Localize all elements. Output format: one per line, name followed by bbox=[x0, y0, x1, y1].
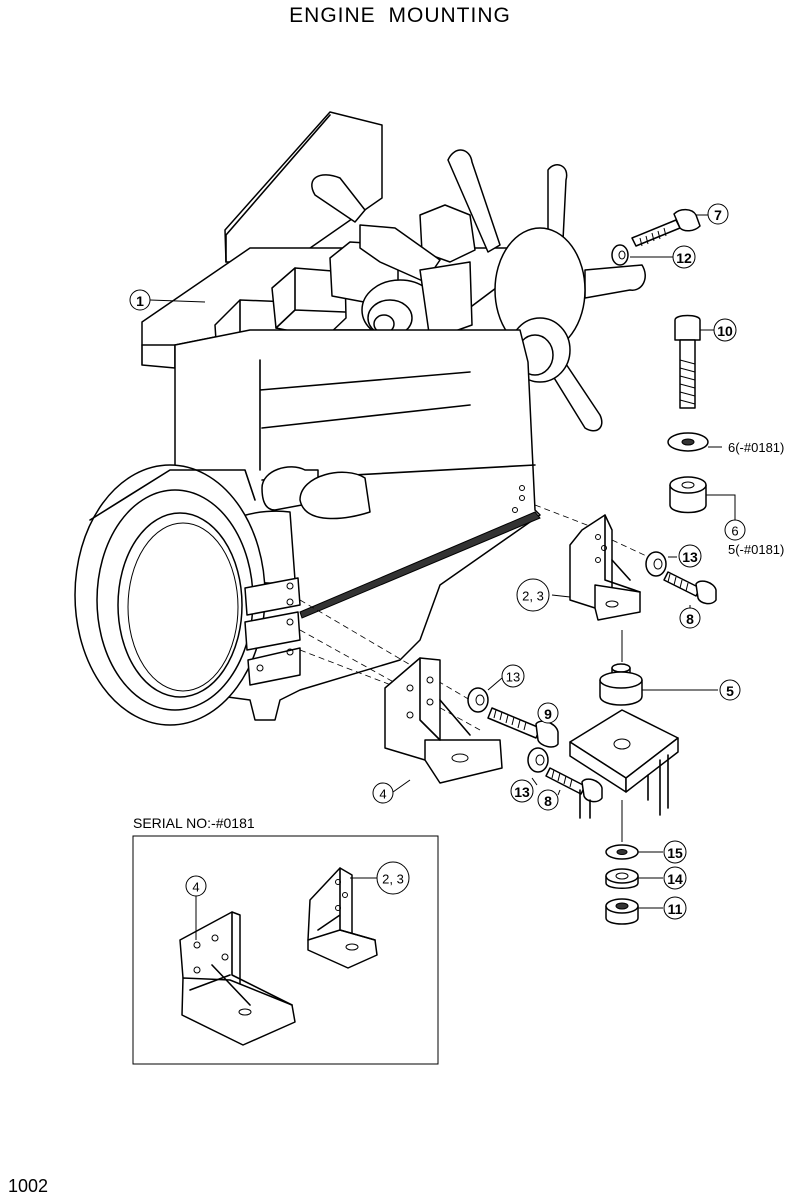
callout-bolt-rear-text: 8 bbox=[686, 611, 694, 627]
callout-inset-bracket-right-text: 2, 3 bbox=[382, 872, 404, 887]
washer-front-upper bbox=[467, 687, 489, 713]
callout-spacer-bottom: 6 bbox=[724, 519, 746, 541]
callout-washer-front-upper-text: 13 bbox=[506, 670, 520, 685]
washer-6 bbox=[667, 432, 709, 452]
bracket-front bbox=[384, 657, 503, 784]
mount-rubber bbox=[599, 663, 643, 706]
callout-washer-14-text: 14 bbox=[667, 871, 683, 887]
spacer-6 bbox=[669, 476, 707, 514]
bolt-front-lower bbox=[545, 767, 603, 803]
alignment-lines bbox=[299, 504, 656, 731]
callout-washer-front-upper: 13 bbox=[501, 664, 525, 688]
callout-bracket-front: 4 bbox=[372, 782, 394, 804]
callout-washer-14: 14 bbox=[663, 866, 687, 890]
callout-inset-bracket-right: 2, 3 bbox=[376, 861, 410, 895]
inset-serial-label: SERIAL NO:-#0181 bbox=[133, 815, 255, 831]
callout-engine-text: 1 bbox=[136, 293, 144, 309]
callout-bracket-front-text: 4 bbox=[379, 787, 386, 802]
callout-bolt-front-upper-text: 9 bbox=[544, 706, 552, 722]
nut bbox=[605, 898, 639, 925]
callout-washer-top-text: 12 bbox=[676, 250, 692, 266]
callout-bolt-front-lower-text: 8 bbox=[544, 793, 552, 809]
callout-bolt-top-right: 7 bbox=[707, 203, 729, 225]
callout-mount-rubber-text: 5 bbox=[726, 683, 734, 699]
callout-bolt-vertical: 10 bbox=[713, 318, 737, 342]
callout-spacer-bottom-text: 6 bbox=[731, 524, 738, 539]
callout-washer-rear-text: 13 bbox=[682, 549, 698, 565]
callout-bolt-front-upper: 9 bbox=[537, 702, 559, 724]
callout-bracket-rear: 2, 3 bbox=[516, 578, 550, 612]
callout-inset-bracket-left: 4 bbox=[185, 875, 207, 897]
callout-engine: 1 bbox=[129, 289, 151, 311]
page-number: 1002 bbox=[8, 1176, 49, 1196]
callout-bracket-rear-text: 2, 3 bbox=[522, 589, 544, 604]
callout-bolt-rear: 8 bbox=[679, 607, 701, 629]
page-title: ENGINE MOUNTING bbox=[289, 4, 511, 27]
callout-mount-rubber: 5 bbox=[719, 679, 741, 701]
callout-nut: 11 bbox=[663, 896, 687, 920]
callout-washer-front-lower: 13 bbox=[510, 779, 534, 803]
callout-washer-15: 15 bbox=[663, 840, 687, 864]
bracket-rear bbox=[569, 514, 641, 621]
engine bbox=[74, 111, 646, 726]
washer-top bbox=[611, 244, 629, 266]
callout-washer-rear: 13 bbox=[678, 544, 702, 568]
leader-lines bbox=[149, 214, 736, 940]
callout-washer-15-text: 15 bbox=[667, 845, 683, 861]
washer-front-lower bbox=[527, 747, 549, 773]
callout-bolt-top-right-text: 7 bbox=[714, 207, 722, 223]
washer-rear bbox=[645, 551, 667, 577]
bolt-rear bbox=[663, 571, 717, 605]
washer-14 bbox=[605, 868, 639, 889]
bolt-vertical bbox=[674, 314, 701, 409]
callout-bolt-vertical-text: 10 bbox=[717, 323, 733, 339]
bolt-top-right bbox=[631, 208, 701, 247]
callout-inset-bracket-left-text: 4 bbox=[192, 880, 199, 895]
washer-6-note: 6(-#0181) bbox=[728, 440, 784, 455]
callout-nut-text: 11 bbox=[668, 901, 683, 917]
mount-plate bbox=[569, 709, 679, 819]
callout-bolt-front-lower: 8 bbox=[537, 789, 559, 811]
washer-15 bbox=[605, 844, 639, 860]
spacer-5-note: 5(-#0181) bbox=[728, 542, 784, 557]
callout-washer-front-lower-text: 13 bbox=[514, 784, 530, 800]
callout-washer-top: 12 bbox=[672, 245, 696, 269]
inset-box bbox=[132, 835, 439, 1065]
